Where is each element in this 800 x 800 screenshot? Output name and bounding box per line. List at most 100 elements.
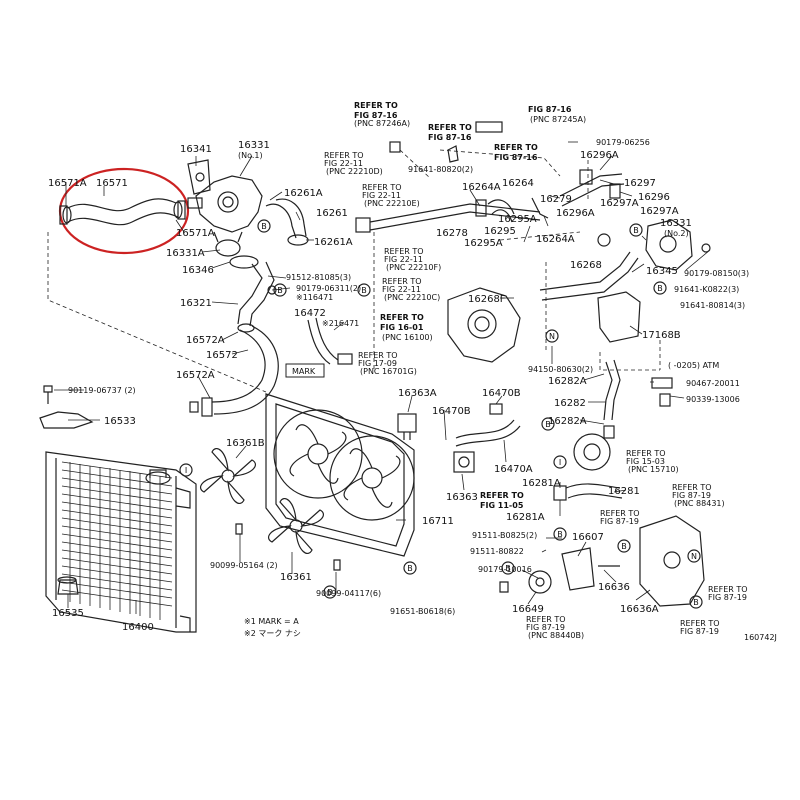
part-label[interactable]: 16296A — [580, 150, 619, 161]
fan-blade-lower[interactable] — [268, 498, 324, 554]
part-label[interactable]: 16346 — [182, 265, 214, 276]
part-label[interactable]: 90179-10016 — [478, 565, 532, 574]
part-label[interactable]: 91511-80822 — [470, 547, 524, 556]
water-bypass-pipe[interactable] — [355, 199, 541, 233]
fan-blade-upper[interactable] — [200, 448, 256, 504]
refer-block[interactable]: FIG 87-16(PNC 87245A) — [528, 105, 586, 124]
part-label[interactable]: 16297 — [624, 178, 656, 189]
switch-16363A[interactable] — [397, 413, 417, 440]
part-label[interactable]: 16400 — [122, 622, 154, 633]
tensioner-bracket[interactable] — [561, 547, 620, 591]
heater-hose[interactable] — [455, 403, 521, 447]
water-hose-16264[interactable] — [487, 197, 549, 223]
part-label[interactable]: 16297A — [600, 198, 639, 209]
part-label[interactable]: 16345 — [646, 266, 678, 277]
part-label[interactable]: 16331 — [238, 140, 270, 151]
part-label[interactable]: 16264 — [502, 178, 534, 189]
radiator-bracket[interactable] — [39, 411, 94, 429]
part-label[interactable]: 16636 — [598, 582, 630, 593]
part-label[interactable]: 16470B — [482, 388, 521, 399]
idler-pulley[interactable] — [528, 570, 552, 594]
part-label[interactable]: 16261 — [316, 208, 348, 219]
part-label[interactable]: 16281A — [522, 478, 561, 489]
part-label[interactable]: 90339-13006 — [686, 395, 740, 404]
part-label[interactable]: 16331 — [660, 218, 692, 229]
part-label[interactable]: 91651-B0618(6) — [390, 607, 455, 616]
part-label[interactable]: 16361B — [226, 438, 265, 449]
switch-16363[interactable] — [453, 451, 475, 473]
part-label[interactable]: 17168B — [642, 330, 681, 341]
part-label[interactable]: 16636A — [620, 604, 659, 615]
part-label[interactable]: 90179-06311(2) — [296, 284, 361, 293]
part-label[interactable]: 16295A — [498, 214, 537, 225]
part-label[interactable]: 91641-80820(2) — [408, 165, 473, 174]
mount-cushion[interactable] — [57, 576, 79, 595]
screw[interactable] — [235, 523, 243, 535]
part-label[interactable]: 16571 — [96, 178, 128, 189]
part-label[interactable]: ※216471 — [322, 319, 359, 328]
heat-insulator[interactable] — [597, 291, 641, 343]
part-label[interactable]: 16282A — [548, 416, 587, 427]
tube-clamp[interactable] — [389, 121, 503, 163]
part-label[interactable]: 16535 — [52, 608, 84, 619]
water-hose-16268[interactable] — [539, 233, 639, 301]
lower-radiator-hose[interactable] — [189, 323, 279, 417]
atm-hose[interactable] — [651, 377, 673, 407]
part-label[interactable]: 91512-81085(3) — [286, 273, 351, 282]
part-label[interactable]: 16321 — [180, 298, 212, 309]
part-label[interactable]: 91641-80814(3) — [680, 301, 745, 310]
part-label[interactable]: 90179-06256 — [596, 138, 650, 147]
thermostat[interactable] — [213, 231, 259, 269]
bypass-hose[interactable] — [265, 198, 309, 246]
fan-assembly-left[interactable] — [273, 409, 363, 499]
part-label[interactable]: 16571A — [176, 228, 215, 239]
part-label[interactable]: 16363A — [398, 388, 437, 399]
part-label[interactable]: 16572 — [206, 350, 238, 361]
bolt[interactable] — [43, 385, 53, 404]
part-label[interactable]: 16363 — [446, 492, 478, 503]
part-label[interactable]: 16470A — [494, 464, 533, 475]
part-label[interactable]: 16341 — [180, 144, 212, 155]
part-label[interactable]: 16264A — [462, 182, 501, 193]
part-label[interactable]: 16297A — [640, 206, 679, 217]
part-label[interactable]: 16281A — [506, 512, 545, 523]
part-label[interactable]: 16261A — [314, 237, 353, 248]
part-label[interactable]: 16572A — [176, 370, 215, 381]
part-label[interactable]: 16470B — [432, 406, 471, 417]
water-pipe-16296[interactable] — [559, 169, 625, 207]
water-outlet-housing[interactable] — [187, 159, 263, 233]
part-label[interactable]: 90099-04117(6) — [316, 589, 381, 598]
part-label[interactable]: 16279 — [540, 194, 572, 205]
upper-radiator-hose[interactable] — [59, 198, 186, 226]
part-label[interactable]: 91511-B0825(2) — [472, 531, 537, 540]
part-label[interactable]: 16282A — [548, 376, 587, 387]
part-label[interactable]: 16361 — [280, 572, 312, 583]
part-label[interactable]: 16649 — [512, 604, 544, 615]
part-label[interactable]: 16472 — [294, 308, 326, 319]
part-label[interactable]: 16572A — [186, 335, 225, 346]
part-label[interactable]: 90179-08150(3) — [684, 269, 749, 278]
part-label[interactable]: 16264A — [536, 234, 575, 245]
part-label[interactable]: 16607 — [572, 532, 604, 543]
part-label[interactable]: 16281 — [608, 486, 640, 497]
part-label[interactable]: 16261A — [284, 188, 323, 199]
water-pump[interactable] — [447, 287, 521, 363]
water-pump-pulley[interactable] — [573, 425, 615, 471]
part-label[interactable]: 16711 — [422, 516, 454, 527]
part-label[interactable]: 16278 — [436, 228, 468, 239]
